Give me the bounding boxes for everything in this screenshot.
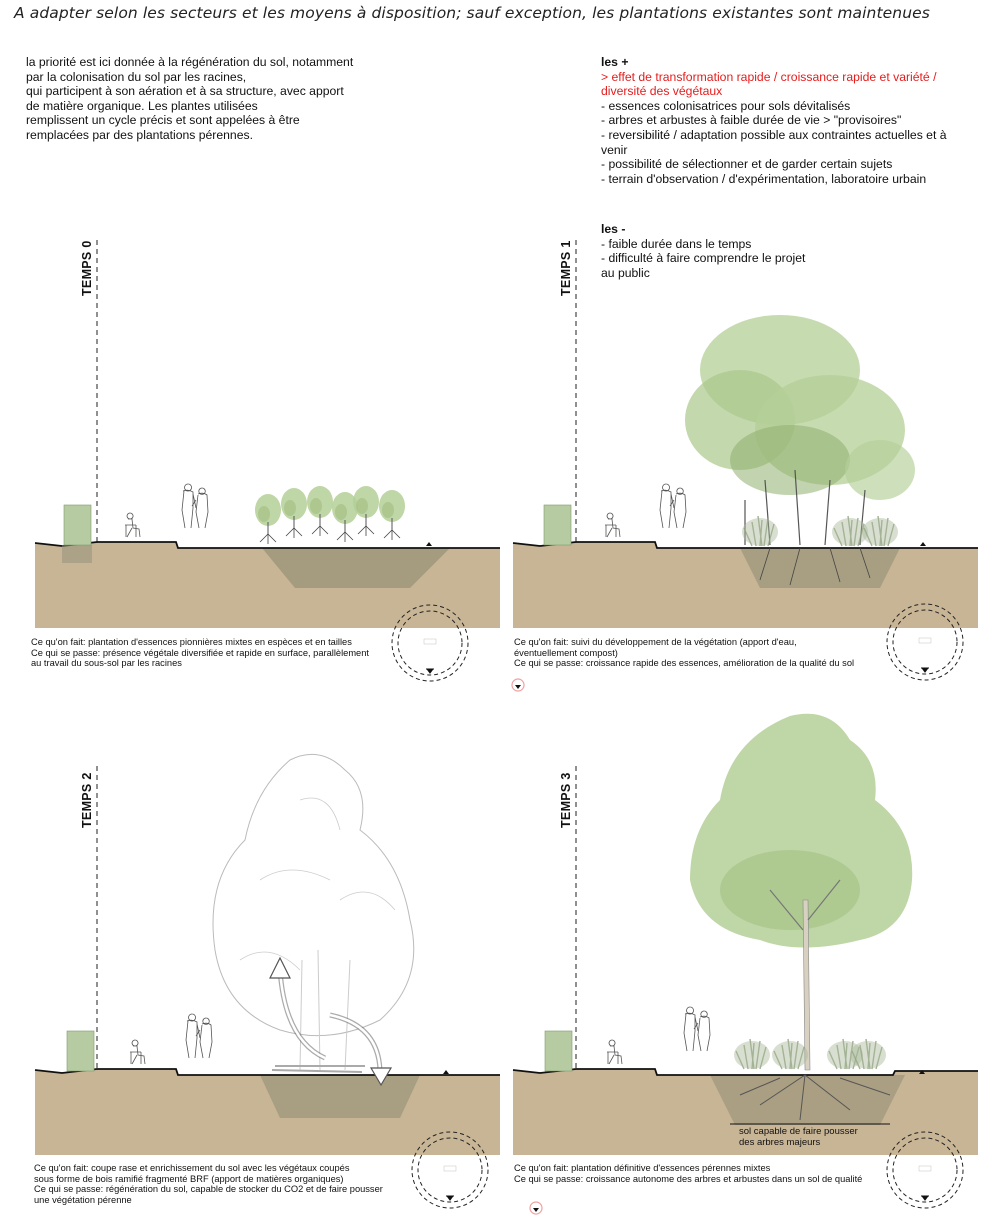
section-diagram-temps-0 [34, 240, 500, 682]
plus-list: les + > effet de transformation rapide /… [601, 55, 997, 186]
minus-item: au public [601, 265, 650, 280]
caption-line: Ce qui se passe: présence végétale diver… [31, 647, 369, 658]
plus-title: les + [601, 55, 629, 69]
caption-line: au travail du sous-sol par les racines [31, 658, 182, 669]
marker-icon [529, 1201, 543, 1215]
caption-line: Ce qui se passe: croissance autonome des… [514, 1173, 863, 1184]
caption-line: sous forme de bois ramifié fragmenté BRF… [34, 1173, 344, 1184]
annotation-line: des arbres majeurs [739, 1137, 821, 1148]
page-header: A adapter selon les secteurs et les moye… [14, 4, 930, 22]
plus-item: - possibilité de sélectionner et de gard… [601, 157, 893, 172]
plus-item: - reversibilité / adaptation possible au… [601, 127, 947, 142]
annotation-line: sol capable de faire pousser [739, 1126, 858, 1137]
caption-line: une végétation pérenne [34, 1194, 132, 1205]
panel-caption-temps-2: Ce qu'on fait: coupe rase et enrichissem… [34, 1163, 383, 1205]
intro-line: de matière organique. Les plantes utilis… [26, 98, 258, 113]
caption-line: Ce qu'on fait: suivi du développement de… [514, 637, 797, 647]
minus-list: les - - faible durée dans le temps - dif… [601, 222, 805, 280]
minus-item: - difficulté à faire comprendre le proje… [601, 251, 806, 266]
caption-line: Ce qu'on fait: coupe rase et enrichissem… [34, 1163, 350, 1173]
section-diagram-temps-1 [512, 240, 978, 681]
caption-line: éventuellement compost) [514, 647, 618, 658]
soil-annotation: sol capable de faire pousser des arbres … [739, 1126, 858, 1148]
panel-caption-temps-1: Ce qu'on fait: suivi du développement de… [514, 637, 854, 669]
minus-title: les - [601, 222, 626, 236]
section-diagram-temps-2 [34, 753, 500, 1209]
intro-text: la priorité est ici donnée à la régénéra… [26, 55, 426, 143]
intro-line: qui participent à son aération et à sa s… [26, 84, 344, 99]
marker-icon [511, 678, 525, 692]
plus-highlight: > effet de transformation rapide / crois… [601, 69, 937, 84]
plus-highlight: diversité des végétaux [601, 84, 723, 99]
caption-line: Ce qui se passe: croissance rapide des e… [514, 658, 855, 669]
intro-line: la priorité est ici donnée à la régénéra… [26, 55, 354, 69]
caption-line: Ce qui se passe: régénération du sol, ca… [34, 1184, 383, 1195]
panel-caption-temps-3: Ce qu'on fait: plantation définitive d'e… [514, 1163, 862, 1184]
intro-line: remplacées par des plantations pérennes. [26, 127, 253, 142]
plus-item: - arbres et arbustes à faible durée de v… [601, 113, 902, 128]
intro-line: par la colonisation du sol par les racin… [26, 69, 247, 84]
caption-line: Ce qu'on fait: plantation définitive d'e… [514, 1163, 771, 1173]
panel-caption-temps-0: Ce qu'on fait: plantation d'essences pio… [31, 637, 369, 669]
plus-item: - essences colonisatrices pour sols dévi… [601, 98, 851, 113]
section-diagram-temps-3 [512, 713, 978, 1209]
caption-line: Ce qu'on fait: plantation d'essences pio… [31, 637, 352, 647]
minus-item: - faible durée dans le temps [601, 236, 752, 251]
intro-line: remplissent un cycle précis et sont appe… [26, 113, 300, 128]
plus-item: - terrain d'observation / d'expérimentat… [601, 171, 927, 186]
plus-item: venir [601, 142, 628, 157]
